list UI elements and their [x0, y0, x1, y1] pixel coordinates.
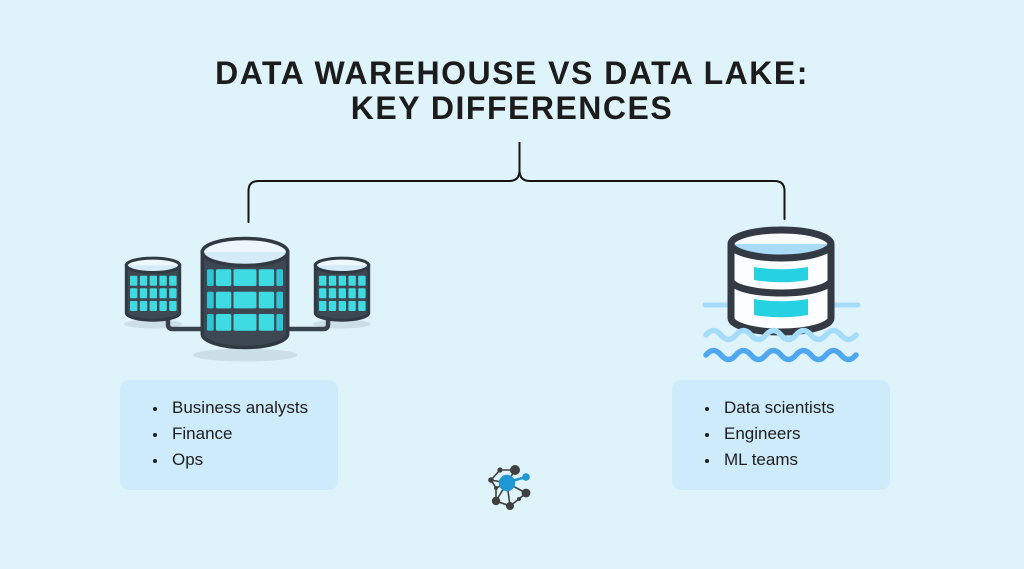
shadow [193, 348, 297, 362]
main-database-cylinder-icon [200, 236, 290, 350]
database-cylinder-icon [727, 226, 835, 336]
list-item: Finance [168, 421, 338, 447]
data-warehouse-illustration [124, 236, 371, 362]
connector-lines [165, 315, 331, 332]
warehouse-users-list: Business analysts Finance Ops [120, 395, 338, 473]
network-sphere-logo-icon [488, 465, 531, 510]
list-item: ML teams [720, 447, 890, 473]
list-item: Business analysts [168, 395, 338, 421]
list-item: Ops [168, 447, 338, 473]
page-title: DATA WAREHOUSE VS DATA LAKE: KEY DIFFERE… [0, 56, 1024, 126]
database-cylinder-icon [313, 256, 371, 322]
database-cylinder-icon [124, 256, 182, 322]
lake-users-card: Data scientists Engineers ML teams [672, 380, 890, 490]
list-item: Engineers [720, 421, 890, 447]
list-item: Data scientists [720, 395, 890, 421]
page-title-line1: DATA WAREHOUSE VS DATA LAKE: [215, 55, 809, 91]
warehouse-users-card: Business analysts Finance Ops [120, 380, 338, 490]
page-title-line2: KEY DIFFERENCES [350, 90, 674, 126]
water-waves-icon [703, 327, 859, 363]
bracket-connector [247, 142, 786, 223]
lake-users-list: Data scientists Engineers ML teams [672, 395, 890, 473]
data-lake-illustration [702, 226, 861, 363]
